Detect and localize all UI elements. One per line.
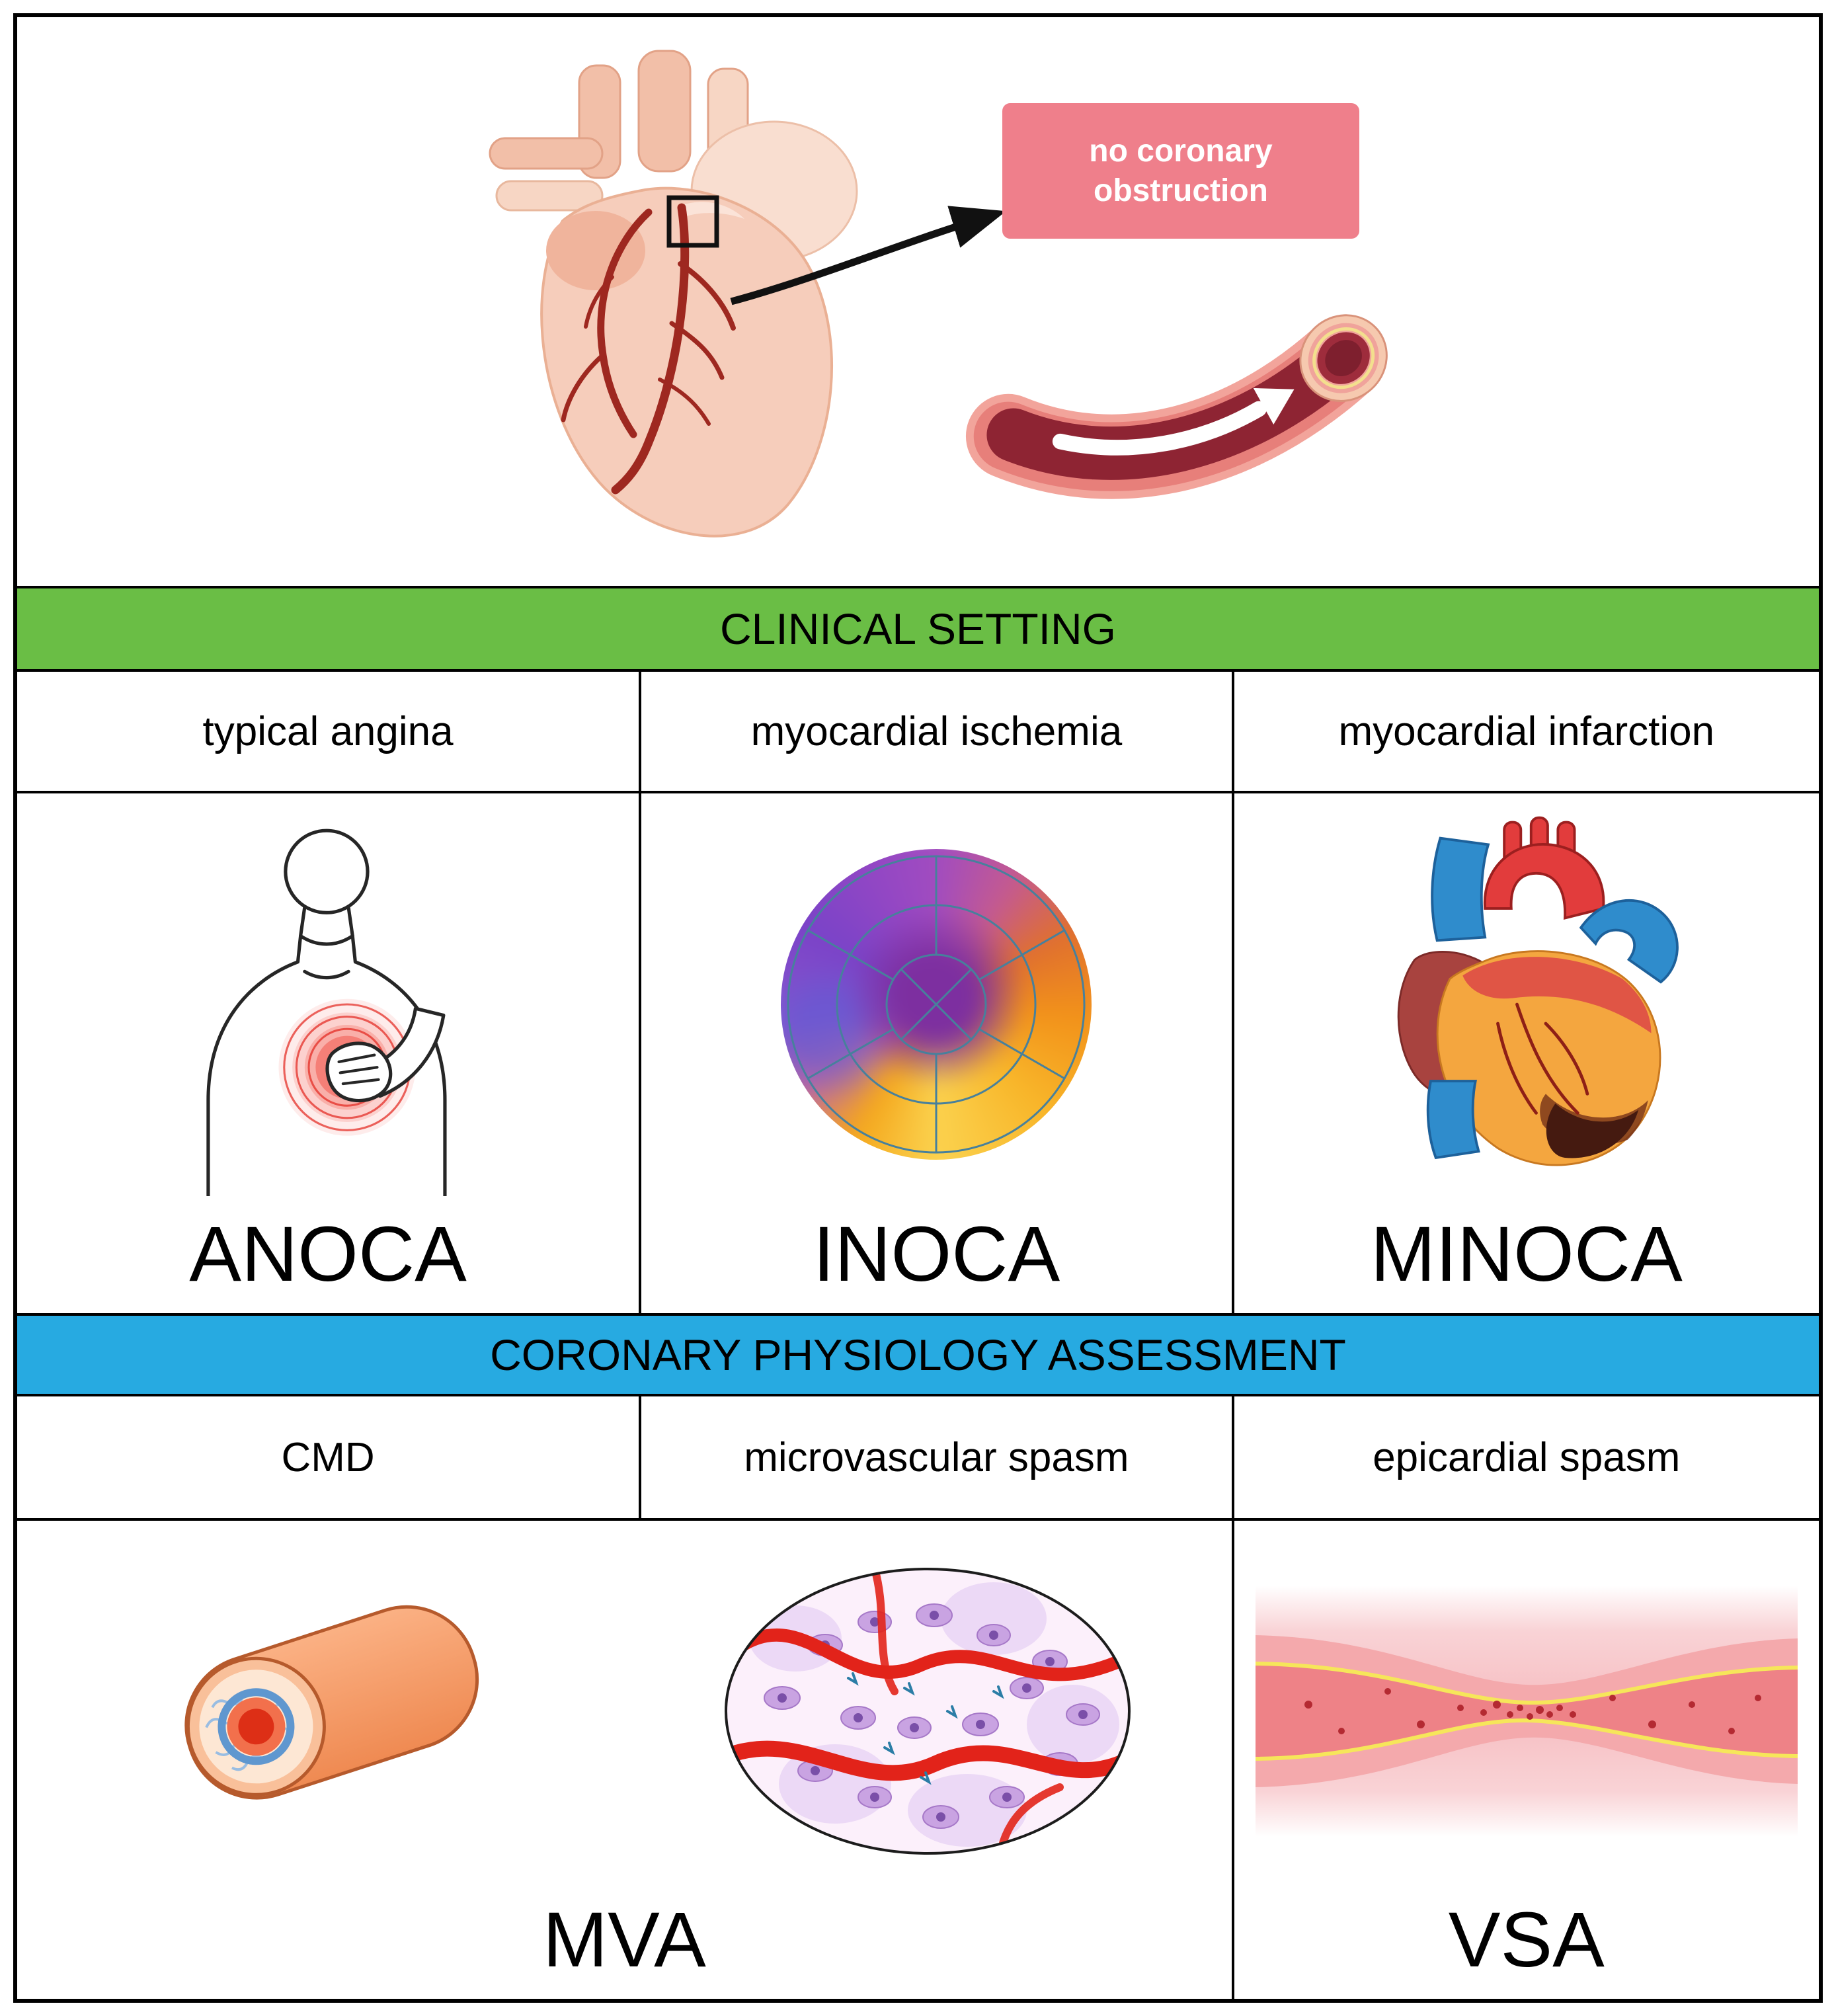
chest-pain-illustration [206, 828, 447, 1196]
vsa-label: VSA [1448, 1896, 1605, 1984]
heart-coronary-illustration [489, 50, 858, 538]
flow-arrow-icon [1052, 401, 1267, 456]
zoom-box [666, 195, 719, 248]
infarcted-heart-illustration [1397, 816, 1679, 1166]
clinical-setting-banner-label: CLINICAL SETTING [720, 604, 1116, 653]
inoca-cell: INOCA [639, 793, 1232, 1313]
setting-myocardial-ischemia: myocardial ischemia [639, 672, 1232, 791]
microvasculature-histology-illustration [725, 1567, 1131, 1855]
clinical-settings-row: typical angina myocardial ischemia myoca… [17, 672, 1819, 791]
minoca-label: MINOCA [1370, 1211, 1683, 1298]
no-obstruction-callout: no coronary obstruction [1002, 103, 1359, 239]
setting-typical-angina: typical angina [202, 708, 454, 754]
spasm-vessel-illustration-wrap [1234, 1572, 1819, 1850]
perfusion-map-wrap [641, 793, 1232, 1215]
physiology-mechanisms-row: CMD microvascular spasm epicardial spasm [17, 1396, 1819, 1518]
setting-myocardial-infarction: myocardial infarction [1231, 672, 1819, 791]
anoca-label: ANOCA [189, 1211, 467, 1298]
mechanism-cmd: CMD [281, 1434, 375, 1480]
top-section: no coronary obstruction [17, 17, 1819, 586]
figure: no coronary obstruction CLINICAL SETTING [13, 13, 1823, 2003]
mechanism-epicardial-spasm: epicardial spasm [1231, 1396, 1819, 1518]
epicardial-spasm-illustration [1255, 1585, 1798, 1837]
chest-pain-illustration-wrap [17, 793, 639, 1215]
bottom-row: MVA [17, 1518, 1819, 1999]
open-artery-illustration [965, 314, 1388, 499]
microvessel-cross-section-illustration [184, 1605, 479, 1800]
physiology-assessment-banner-label: CORONARY PHYSIOLOGY ASSESSMENT [490, 1330, 1346, 1379]
microvasculature-illustration-wrap [624, 1559, 1231, 1863]
artery-cut-face [1299, 314, 1388, 402]
mva-cell: MVA [17, 1521, 1232, 1999]
vsa-cell: VSA [1231, 1521, 1819, 1999]
physiology-assessment-banner: CORONARY PHYSIOLOGY ASSESSMENT [17, 1313, 1819, 1396]
polar-map-grid [787, 855, 1086, 1154]
clinical-setting-banner: CLINICAL SETTING [17, 586, 1819, 672]
inoca-label: INOCA [813, 1211, 1060, 1298]
callout-text: no coronary obstruction [1089, 133, 1273, 208]
mechanism-microvascular-spasm: microvascular spasm [639, 1396, 1232, 1518]
mva-label: MVA [542, 1896, 706, 1984]
perfusion-polar-map [781, 849, 1092, 1160]
anoca-cell: ANOCA [17, 793, 639, 1313]
infarct-zone [1546, 1103, 1638, 1158]
callout-arrow-icon [730, 206, 1006, 305]
infarcted-heart-wrap [1234, 793, 1819, 1215]
clinical-images-row: ANOCA [17, 791, 1819, 1313]
microvessel-illustration-wrap [17, 1559, 624, 1863]
minoca-cell: MINOCA [1231, 793, 1819, 1313]
red-blood-cells [1304, 1687, 1761, 1734]
